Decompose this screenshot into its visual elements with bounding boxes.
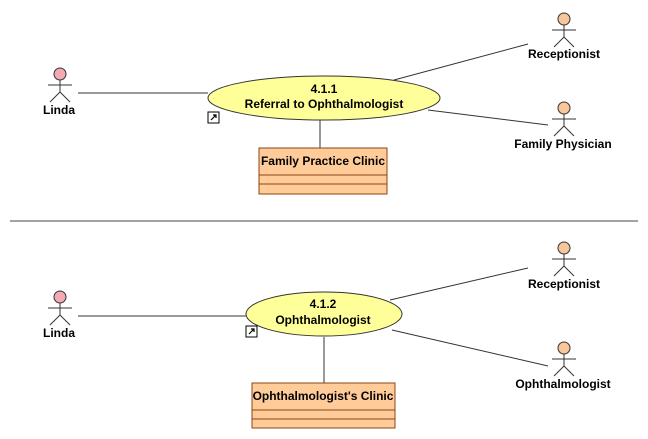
usecase-ophthalmologist[interactable]: 4.1.2 Ophthalmologist — [245, 291, 403, 337]
class-name: Ophthalmologist's Clinic — [253, 389, 394, 403]
shortcut-arrow-icon[interactable] — [245, 325, 258, 338]
actor-label: Family Physician — [514, 137, 611, 151]
actor-label: Linda — [43, 326, 75, 340]
usecase-referral-to-ophthalmologist[interactable]: 4.1.1 Referral to Ophthalmologist — [207, 75, 441, 121]
actor-family-physician[interactable]: Family Physician — [514, 101, 612, 151]
actor-head — [53, 67, 67, 81]
class-box — [258, 147, 388, 195]
diagram-bottom: Linda Receptionist Ophthalmologist 4.1.2… — [43, 241, 611, 429]
usecase-name: Referral to Ophthalmologist — [245, 97, 404, 111]
actor-label: Linda — [43, 103, 75, 117]
association-usecase-ophthalmologist[interactable] — [391, 329, 549, 367]
actor-receptionist[interactable]: Receptionist — [528, 241, 600, 291]
usecase-ellipse — [245, 291, 403, 337]
actor-head — [557, 341, 571, 355]
usecase-ellipse — [207, 75, 441, 121]
class-family-practice-clinic[interactable]: Family Practice Clinic — [258, 147, 388, 195]
usecase-number: 4.1.2 — [310, 297, 337, 311]
shortcut-arrow-icon[interactable] — [207, 111, 220, 124]
actor-head — [53, 290, 67, 304]
usecase-number: 4.1.1 — [311, 82, 338, 96]
association-usecase-family-physician[interactable] — [427, 109, 549, 126]
actor-head — [557, 241, 571, 255]
usecase-name: Ophthalmologist — [275, 313, 370, 327]
class-ophthalmologists-clinic[interactable]: Ophthalmologist's Clinic — [251, 382, 396, 429]
actor-receptionist[interactable]: Receptionist — [528, 12, 600, 61]
class-box — [251, 382, 396, 429]
actor-linda[interactable]: Linda — [43, 67, 75, 117]
association-usecase-receptionist[interactable] — [389, 267, 529, 301]
association-usecase-receptionist[interactable] — [393, 43, 529, 81]
diagram-top: Linda Receptionist Family Physician 4.1.… — [43, 12, 612, 195]
actor-label: Ophthalmologist — [515, 377, 610, 391]
class-name: Family Practice Clinic — [261, 154, 385, 168]
actor-linda[interactable]: Linda — [43, 290, 75, 340]
actor-label: Receptionist — [528, 277, 600, 291]
actor-head — [557, 12, 571, 26]
actor-ophthalmologist[interactable]: Ophthalmologist — [515, 341, 611, 391]
actor-head — [557, 101, 571, 115]
actor-label: Receptionist — [528, 47, 600, 61]
